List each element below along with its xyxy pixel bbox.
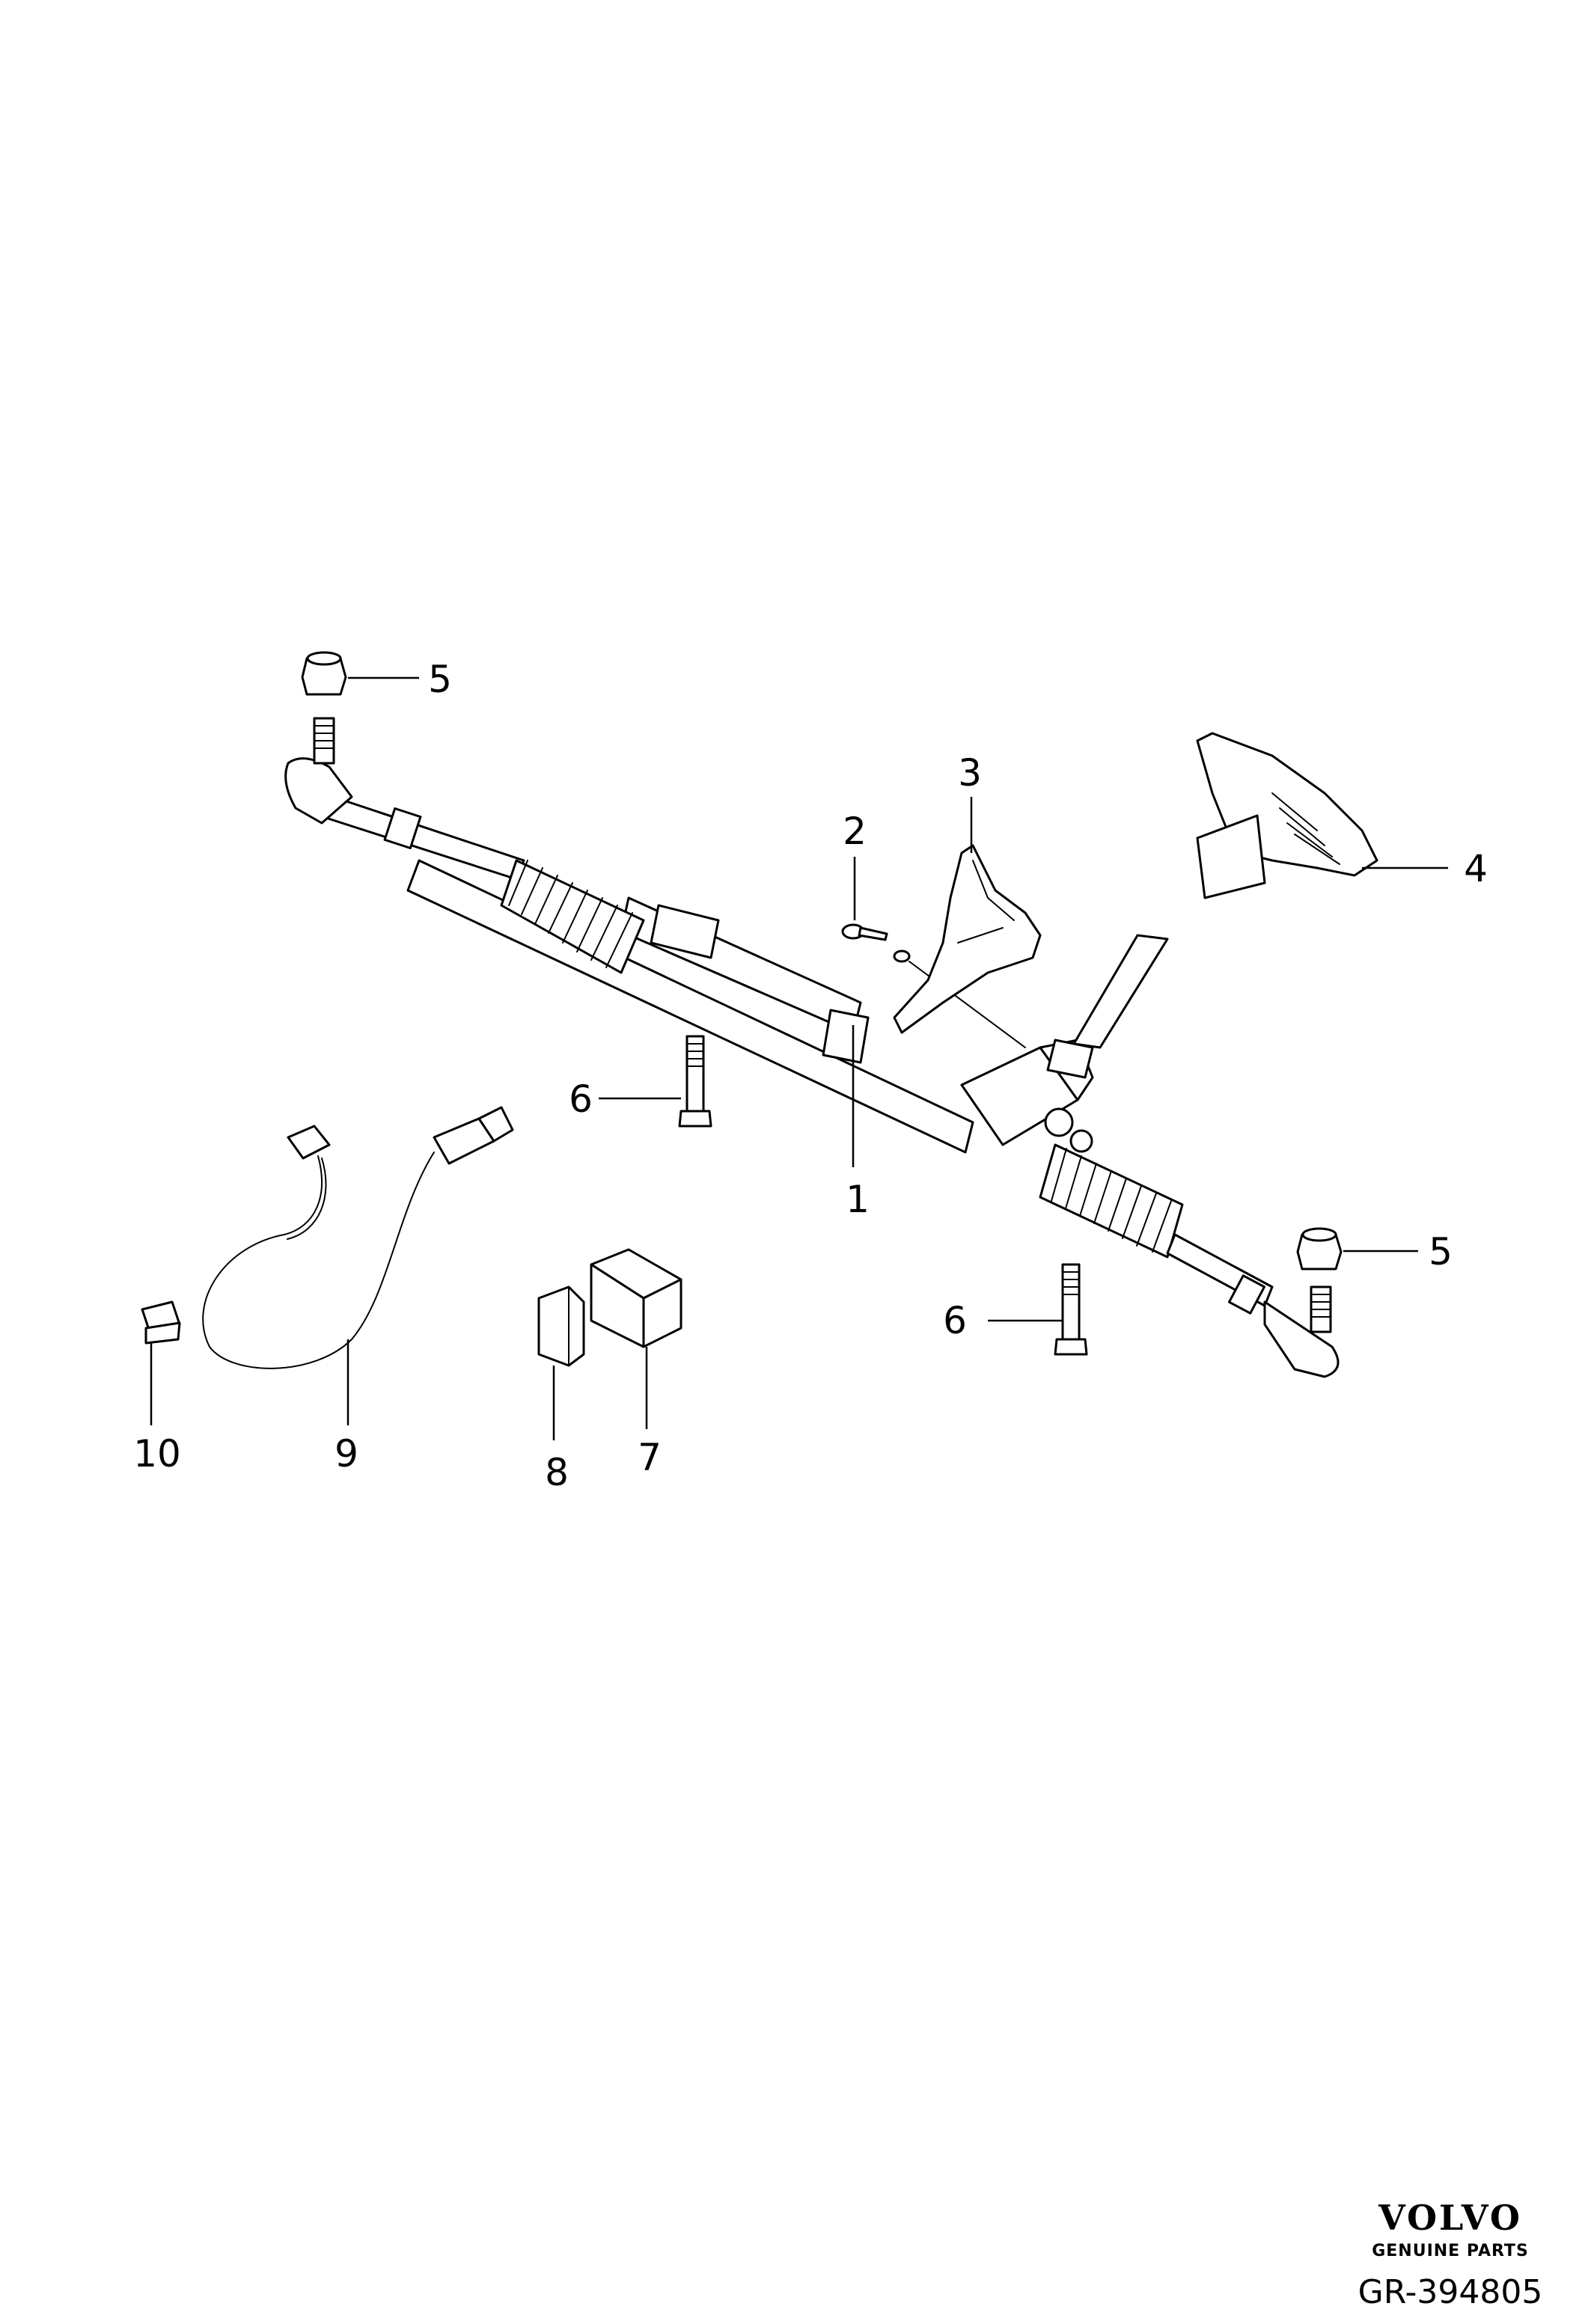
volvo-logo: VOLVO — [1378, 2198, 1522, 2238]
callout-8: 8 — [545, 1451, 569, 1494]
screw-part-2 — [841, 923, 1026, 1048]
callout-5-top: 5 — [428, 658, 452, 701]
control-module-part-7 — [590, 1248, 682, 1348]
callout-1: 1 — [846, 1178, 870, 1221]
callout-2: 2 — [843, 810, 867, 853]
right-ball-stud — [1310, 1285, 1332, 1333]
clip-part-10 — [141, 1300, 181, 1345]
steering-rack-part-1 — [284, 757, 1340, 1378]
leader-lines — [150, 676, 1448, 1440]
bolt-part-6-upper — [678, 1035, 712, 1128]
sensor-cable-part-9 — [202, 1106, 514, 1369]
callout-7: 7 — [638, 1436, 662, 1479]
bracket-part-8 — [537, 1285, 585, 1367]
heat-shield-part-3 — [893, 844, 1042, 1034]
callout-9: 9 — [335, 1432, 358, 1476]
left-ball-stud — [313, 717, 335, 765]
callout-6-bottom: 6 — [943, 1299, 967, 1342]
shaft-seal-part-4 — [1046, 732, 1378, 1079]
callout-6-top: 6 — [569, 1077, 593, 1121]
callout-10: 10 — [133, 1432, 181, 1476]
bolt-part-6-lower — [1054, 1263, 1088, 1356]
diagram-reference: GR-394805 — [1358, 2273, 1543, 2311]
genuine-parts-tagline: GENUINE PARTS — [1372, 2242, 1529, 2260]
callout-4: 4 — [1464, 847, 1488, 890]
nut-part-5-left — [301, 651, 347, 696]
nut-part-5-right — [1296, 1227, 1343, 1270]
callout-3: 3 — [958, 751, 982, 795]
callout-5-bottom: 5 — [1429, 1230, 1453, 1273]
